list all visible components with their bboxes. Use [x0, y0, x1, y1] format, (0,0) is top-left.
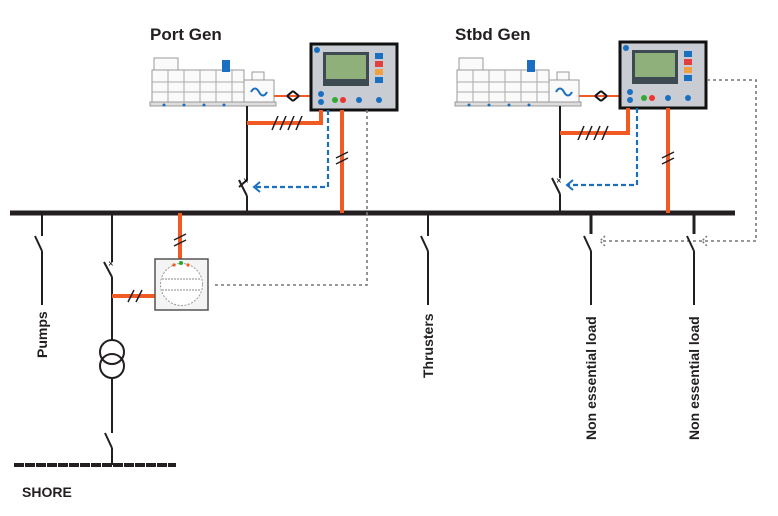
stbd-control-arrow-icon — [565, 179, 574, 191]
port-generator-icon — [149, 57, 277, 108]
non-essential-2-label: Non essential load — [686, 316, 702, 440]
port-gen-feeder — [238, 106, 248, 188]
pumps-switch[interactable] — [34, 235, 43, 252]
non-essential-2-breaker[interactable] — [686, 235, 695, 252]
transformer-icon — [99, 339, 125, 379]
stbd-voltage-sense-line — [560, 108, 630, 135]
shore-label: SHORE — [22, 484, 72, 500]
stbd-4-wire-mark — [577, 125, 609, 141]
stbd-3-wire-mark — [661, 151, 675, 165]
sync-shore-wire-mark — [127, 289, 143, 303]
load-shed-signal-line — [600, 79, 757, 242]
port-breaker-control-line — [255, 110, 330, 189]
port-voltage-sense-line — [247, 110, 323, 125]
shore-breaker-x-icon: × — [108, 259, 114, 270]
port-4-wire-mark — [271, 115, 303, 131]
shore-breaker[interactable] — [103, 261, 113, 278]
port-gen-title: Port Gen — [150, 25, 222, 44]
stbd-gen-title: Stbd Gen — [455, 25, 531, 44]
port-control-arrow-icon — [252, 181, 261, 193]
port-controller-icon[interactable] — [309, 42, 399, 112]
stbd-breaker-x-icon: × — [556, 176, 562, 187]
port-sync-signal-line — [212, 110, 368, 286]
stbd-breaker-control-line — [568, 108, 639, 187]
stbd-breaker[interactable] — [551, 177, 561, 195]
stbd-generator-icon — [454, 57, 582, 108]
synchroscope-icon[interactable] — [154, 258, 209, 311]
port-breaker-x-icon: × — [243, 176, 249, 187]
port-breaker[interactable] — [238, 179, 248, 197]
stbd-controller-icon[interactable] — [618, 40, 708, 110]
pumps-label: Pumps — [34, 311, 50, 358]
sync-bus-wire-mark — [173, 233, 187, 247]
thrusters-label: Thrusters — [420, 313, 436, 378]
non-essential-1-breaker[interactable] — [583, 235, 592, 252]
shore-switch[interactable] — [104, 432, 113, 449]
non-essential-1-label: Non essential load — [583, 316, 599, 440]
thrusters-switch[interactable] — [420, 235, 429, 252]
port-3-wire-mark — [335, 151, 349, 165]
